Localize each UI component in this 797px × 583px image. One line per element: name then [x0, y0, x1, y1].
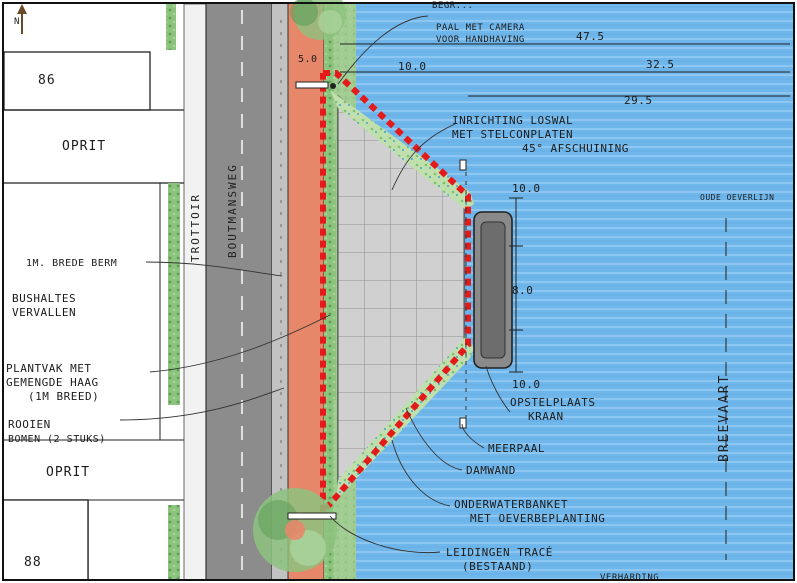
hedge-planter [326, 140, 336, 400]
label-top-cut: BEGR... [432, 1, 473, 11]
label-rooien-line1: ROOIEN [8, 418, 51, 431]
quay-bank-top [330, 90, 474, 210]
dim-8: 8.0 [512, 284, 533, 297]
project-boundary [320, 70, 471, 521]
label-loswal-line1: INRICHTING LOSWAL [452, 114, 573, 127]
north-arrow-icon [17, 4, 27, 34]
label-rooien-line2: BOMEN (2 STUKS) [8, 434, 106, 445]
berm [272, 4, 288, 580]
label-damwand: DAMWAND [466, 464, 516, 477]
road-name-label: BOUTMANSWEG [226, 163, 239, 258]
hedge-strip-bottom [168, 505, 180, 580]
tree-bottom [253, 488, 337, 572]
road [206, 4, 272, 580]
dim-47: 47.5 [576, 30, 605, 43]
sidewalk [183, 3, 207, 581]
label-camera-line2: VOOR HANDHAVING [436, 35, 525, 45]
hedge-strip-mid [168, 183, 180, 405]
label-bank-line1: ONDERWATERBANKET [454, 498, 568, 511]
label-pipes-line2: (BESTAAND) [462, 560, 533, 573]
label-bus-line1: BUSHALTES [12, 292, 76, 305]
label-pipes-line1: LEIDINGEN TRACÉ [446, 546, 553, 559]
north-arrow-label: N [14, 17, 20, 27]
label-bottom-cut: VERHARDING [600, 573, 659, 583]
tree-top [290, 0, 346, 40]
label-plant-line1: PLANTVAK MET [6, 362, 91, 375]
sidewalk-label: TROTTOIR [189, 193, 202, 262]
house-86 [3, 51, 151, 111]
label-plant-line3: (1M BREED) [28, 390, 99, 403]
old-bank-label: OUDE OEVERLIJN [700, 193, 774, 202]
label-bus-line2: VERVALLEN [12, 306, 76, 319]
mooring-post-top [459, 159, 467, 171]
label-berm: 1M. BREDE BERM [26, 258, 117, 269]
waterway-name-label: BREEVAART [717, 374, 732, 462]
dim-29: 29.5 [624, 94, 653, 107]
label-plant-line2: GEMENGDE HAAG [6, 376, 99, 389]
hedge-strip-top [166, 4, 176, 50]
mooring-post-bottom [459, 417, 467, 429]
label-camera-line1: PAAL MET CAMERA [436, 23, 525, 33]
house-88-number: 88 [24, 555, 42, 570]
dim-32: 32.5 [646, 58, 675, 71]
driveway-bottom-label: OPRIT [46, 465, 90, 480]
driveway-top-label: OPRIT [62, 139, 106, 154]
label-loswal-line2: MET STELCONPLATEN [452, 128, 573, 141]
dim-10-low: 10.0 [512, 378, 541, 391]
dim-10-mid: 10.0 [512, 182, 541, 195]
dim-10-top: 10.0 [398, 60, 427, 73]
label-bank-line2: MET OEVERBEPLANTING [470, 512, 605, 525]
label-mooring: MEERPAAL [488, 442, 545, 455]
house-86-number: 86 [38, 73, 56, 88]
label-crane-line1: OPSTELPLAATS [510, 396, 595, 409]
label-crane-line2: KRAAN [528, 410, 564, 423]
leader-lines [119, 15, 511, 554]
cycle-path [288, 4, 324, 580]
label-loswal-line3: 45° AFSCHUINING [522, 142, 629, 155]
dimension-lines [340, 43, 790, 373]
dim-5: 5.0 [298, 54, 318, 65]
camera-pole [330, 83, 336, 89]
